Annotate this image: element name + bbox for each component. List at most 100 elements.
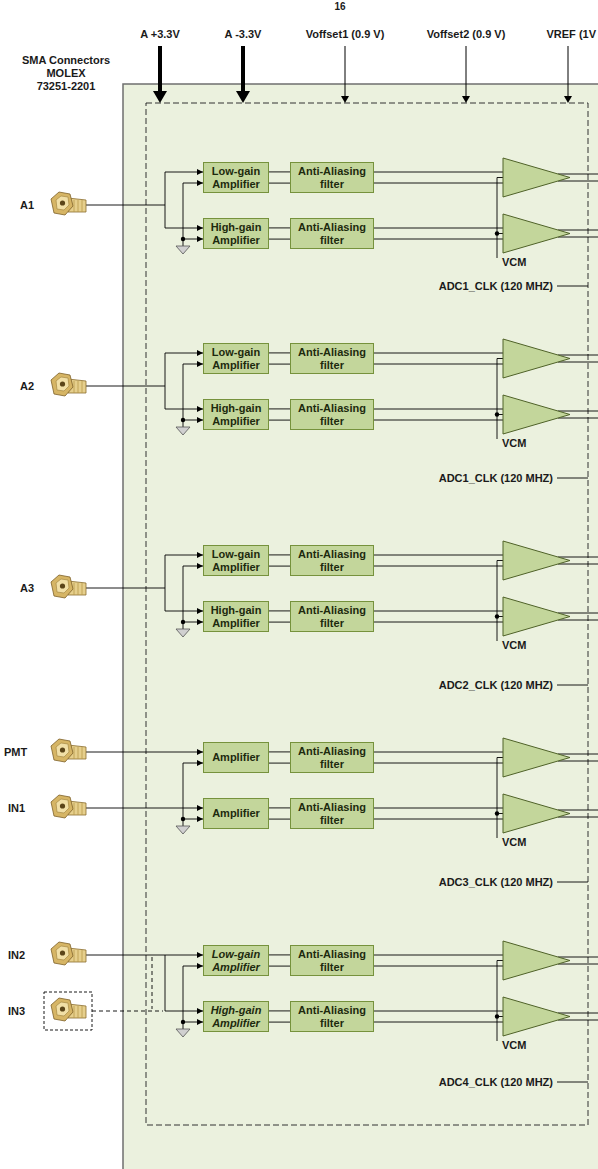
input-wiring bbox=[86, 555, 203, 637]
adc-driver-stage bbox=[374, 738, 598, 838]
board-panel bbox=[123, 84, 598, 1169]
differential-connector bbox=[269, 808, 290, 819]
filter-box: Anti-Aliasing filter bbox=[290, 798, 374, 829]
box-text: Anti-Aliasing filter bbox=[294, 402, 370, 427]
differential-connector bbox=[269, 555, 290, 566]
signal-label: VCM bbox=[502, 639, 526, 652]
differential-connector bbox=[269, 955, 290, 966]
arrow-head bbox=[564, 96, 572, 103]
filter-box: Anti-Aliasing filter bbox=[290, 1001, 374, 1032]
differential-connector bbox=[269, 752, 290, 763]
adc-driver-stage bbox=[374, 158, 598, 258]
power-rail-arrow bbox=[160, 46, 243, 92]
box-text: Anti-Aliasing filter bbox=[294, 221, 370, 246]
signal-label: IN2 bbox=[8, 949, 25, 962]
signal-label: Voffset2 (0.9 V) bbox=[427, 28, 506, 41]
box-text: High-gain Amplifier bbox=[207, 1004, 265, 1029]
signal-label: IN3 bbox=[8, 1005, 25, 1018]
sma-connector-icon bbox=[51, 373, 86, 396]
filter-box: Anti-Aliasing filter bbox=[290, 162, 374, 193]
signal-label: ADC1_CLK (120 MHZ) bbox=[439, 280, 553, 293]
box-text: High-gain Amplifier bbox=[207, 221, 265, 246]
signal-label: VCM bbox=[502, 836, 526, 849]
box-text: Anti-Aliasing filter bbox=[294, 745, 370, 770]
amplifier-box: High-gain Amplifier bbox=[203, 601, 269, 632]
signal-label: MOLEX bbox=[46, 67, 85, 80]
signal-label: A +3.3V bbox=[140, 28, 180, 41]
input-wiring bbox=[86, 172, 203, 254]
signal-label: ADC3_CLK (120 MHZ) bbox=[439, 876, 553, 889]
signal-label: A1 bbox=[20, 199, 34, 212]
signal-label: 16 bbox=[334, 1, 345, 13]
signal-label: IN1 bbox=[8, 802, 25, 815]
amplifier-box: Low-gain Amplifier bbox=[203, 343, 269, 374]
signal-label: A2 bbox=[20, 380, 34, 393]
differential-connector bbox=[269, 1011, 290, 1022]
amplifier-box: Low-gain Amplifier bbox=[203, 162, 269, 193]
box-text: Anti-Aliasing filter bbox=[294, 604, 370, 629]
box-text: Anti-Aliasing filter bbox=[294, 1004, 370, 1029]
sma-connector-icon bbox=[51, 998, 86, 1021]
differential-connector bbox=[269, 409, 290, 420]
signal-label: VCM bbox=[502, 256, 526, 269]
box-text: High-gain Amplifier bbox=[207, 402, 265, 427]
box-text: Anti-Aliasing filter bbox=[294, 346, 370, 371]
box-text: Anti-Aliasing filter bbox=[294, 948, 370, 973]
signal-label: ADC2_CLK (120 MHZ) bbox=[439, 679, 553, 692]
sma-connector-icon bbox=[51, 795, 86, 818]
adc-driver-stage bbox=[374, 541, 598, 641]
sma-connector-icon bbox=[51, 575, 86, 598]
amplifier-box: Amplifier bbox=[203, 798, 269, 829]
differential-connector bbox=[269, 228, 290, 239]
sma-connector-icon bbox=[51, 739, 86, 762]
filter-box: Anti-Aliasing filter bbox=[290, 742, 374, 773]
box-text: Amplifier bbox=[212, 807, 260, 820]
amplifier-box: Low-gain Amplifier bbox=[203, 945, 269, 976]
adc-driver-stage bbox=[374, 339, 598, 439]
differential-connector bbox=[269, 172, 290, 183]
input-wiring bbox=[86, 353, 203, 435]
amplifier-box: High-gain Amplifier bbox=[203, 399, 269, 430]
input-wiring bbox=[44, 955, 203, 1037]
signal-label: ADC1_CLK (120 MHZ) bbox=[439, 472, 553, 485]
signal-label: PMT bbox=[4, 746, 27, 759]
box-text: Amplifier bbox=[212, 751, 260, 764]
signal-label: A3 bbox=[20, 582, 34, 595]
signal-label: SMA Connectors bbox=[22, 54, 110, 67]
amplifier-box: Amplifier bbox=[203, 742, 269, 773]
differential-connector bbox=[269, 353, 290, 364]
signal-label: VCM bbox=[502, 1039, 526, 1052]
reference-arrow bbox=[345, 46, 568, 97]
box-text: Low-gain Amplifier bbox=[207, 165, 265, 190]
box-text: Anti-Aliasing filter bbox=[294, 165, 370, 190]
box-text: Low-gain Amplifier bbox=[207, 346, 265, 371]
amplifier-box: High-gain Amplifier bbox=[203, 218, 269, 249]
signal-label: VREF (1V bbox=[546, 28, 596, 41]
differential-connector bbox=[269, 611, 290, 622]
filter-box: Anti-Aliasing filter bbox=[290, 218, 374, 249]
arrow-head bbox=[341, 96, 349, 103]
box-text: Low-gain Amplifier bbox=[207, 548, 265, 573]
signal-label: ADC4_CLK (120 MHZ) bbox=[439, 1076, 553, 1089]
signal-label: A -3.3V bbox=[225, 28, 262, 41]
filter-box: Anti-Aliasing filter bbox=[290, 945, 374, 976]
clock-line bbox=[557, 286, 588, 1082]
amplifier-box: High-gain Amplifier bbox=[203, 1001, 269, 1032]
box-text: Anti-Aliasing filter bbox=[294, 548, 370, 573]
input-wiring bbox=[86, 752, 203, 834]
adc-driver-stage bbox=[374, 941, 598, 1041]
box-text: High-gain Amplifier bbox=[207, 604, 265, 629]
box-text: Anti-Aliasing filter bbox=[294, 801, 370, 826]
arrow-head bbox=[462, 96, 470, 103]
signal-label: VCM bbox=[502, 437, 526, 450]
signal-label: 73251-2201 bbox=[37, 80, 96, 93]
amplifier-box: Low-gain Amplifier bbox=[203, 545, 269, 576]
signal-label: Voffset1 (0.9 V) bbox=[306, 28, 385, 41]
arrow-head bbox=[153, 91, 167, 103]
filter-box: Anti-Aliasing filter bbox=[290, 601, 374, 632]
arrow-head bbox=[236, 91, 250, 103]
filter-box: Anti-Aliasing filter bbox=[290, 399, 374, 430]
box-text: Low-gain Amplifier bbox=[207, 948, 265, 973]
filter-box: Anti-Aliasing filter bbox=[290, 343, 374, 374]
